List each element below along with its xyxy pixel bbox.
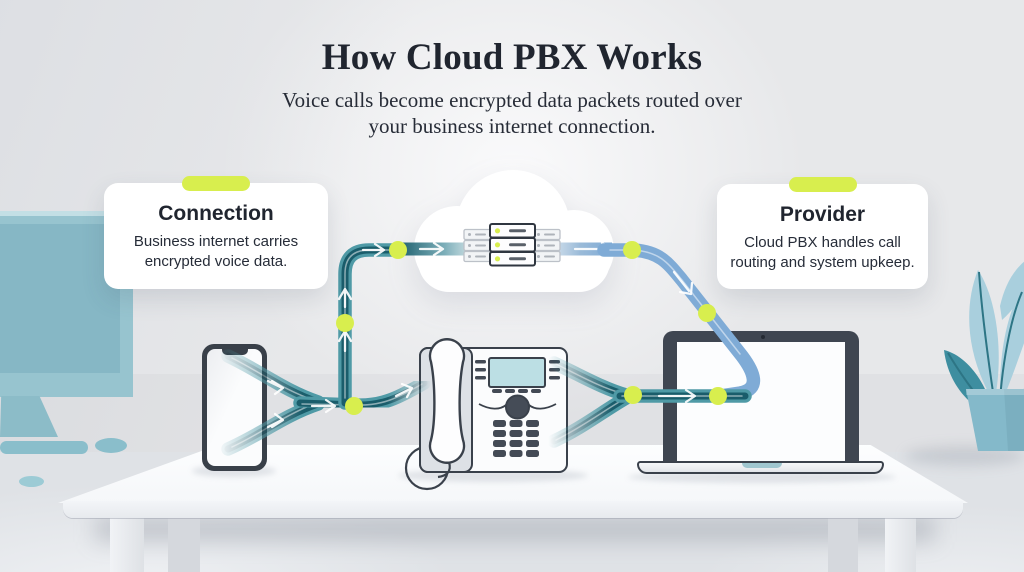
page-title: How Cloud PBX Works <box>321 37 703 78</box>
desk-front-edge <box>63 501 963 518</box>
provider-card: Provider Cloud PBX handles call routing … <box>717 177 928 289</box>
monitor-screen <box>0 224 120 373</box>
provider-card-body-line-1: Cloud PBX handles call <box>744 234 901 251</box>
laptop-base <box>637 461 884 474</box>
card-accent-pill <box>788 177 857 192</box>
connection-card-body-line-2: encrypted voice data. <box>144 252 288 270</box>
smartphone-notch <box>221 348 248 355</box>
smartphone-icon <box>202 344 267 471</box>
desk-leg <box>110 516 144 572</box>
laptop-shadow <box>628 471 896 483</box>
laptop-screen <box>677 342 845 462</box>
mouse-icon <box>95 438 127 453</box>
keyboard-icon <box>0 441 88 454</box>
desk-phone-icon <box>404 338 568 491</box>
handset-icon <box>428 338 466 464</box>
laptop-icon <box>663 331 859 462</box>
header: How Cloud PBX Works Voice calls become e… <box>0 36 1024 139</box>
floor-accent-blob <box>19 476 44 487</box>
plant-pot <box>966 389 1024 451</box>
desk-leg <box>828 516 858 572</box>
desk-leg <box>168 516 200 572</box>
subtitle-line-2: your business internet connection. <box>368 113 656 138</box>
monitor-edge-highlight <box>0 211 133 216</box>
desk-leg <box>885 516 916 572</box>
potted-plant-icon <box>944 261 1024 451</box>
provider-card-body-line-2: routing and system upkeep. <box>730 253 915 271</box>
keypad <box>493 420 539 457</box>
connection-card-title: Connection <box>158 202 274 225</box>
webcam-dot <box>761 335 765 339</box>
desktop-monitor-icon <box>0 211 133 397</box>
desk-shadow <box>95 516 935 542</box>
provider-card-title: Provider <box>779 203 866 226</box>
smartphone-screen <box>207 349 262 466</box>
connection-card: Connection Business internet carries enc… <box>104 176 328 289</box>
phone-display <box>488 357 546 388</box>
laptop-latch-notch <box>742 463 782 468</box>
cloud-icon <box>408 168 620 298</box>
connection-card-body-line-1: Business internet carries <box>133 233 299 250</box>
nav-button <box>505 394 530 420</box>
subtitle-line-1: Voice calls become encrypted data packet… <box>282 88 742 112</box>
card-accent-pill <box>182 176 250 191</box>
